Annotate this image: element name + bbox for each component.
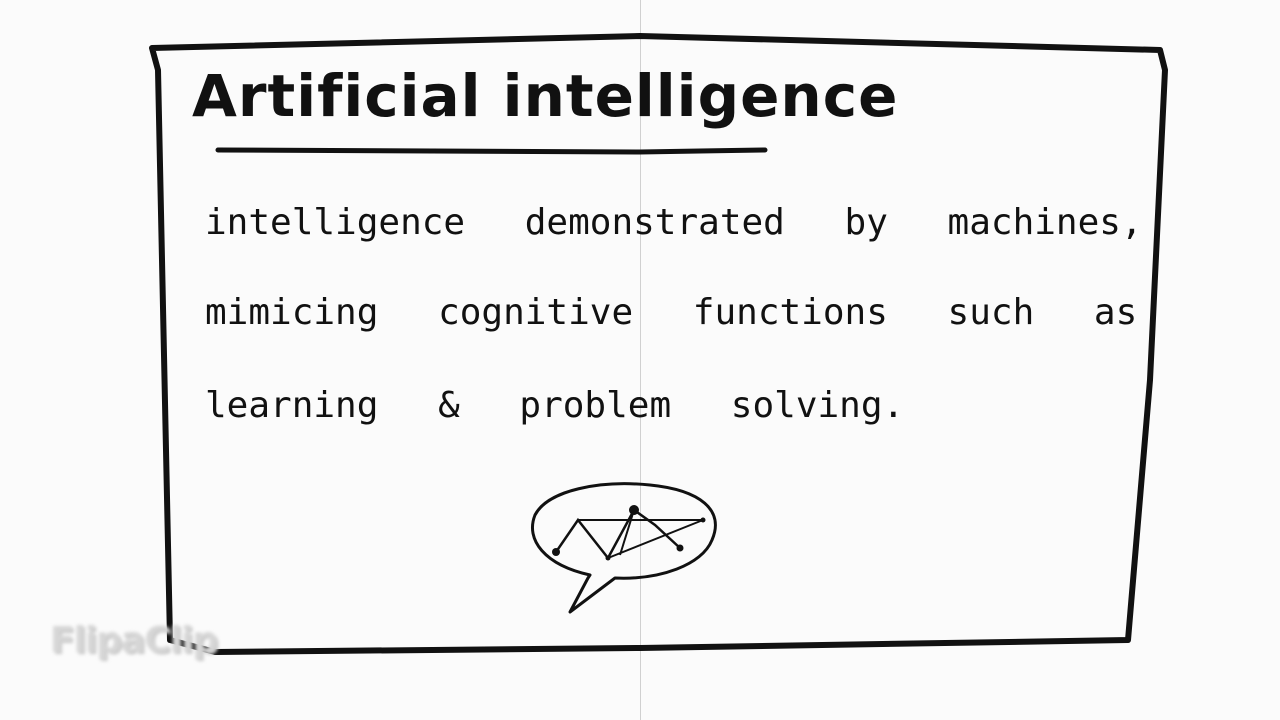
slide-title: Artificial intelligence: [192, 62, 899, 130]
definition-line-2: mimicing cognitive functions such as: [205, 292, 1138, 333]
definition-line-3: learning & problem solving.: [205, 385, 905, 426]
speech-bubble-network-icon: [530, 482, 717, 614]
frame-border: [149, 33, 1168, 655]
app-watermark: FlipaClip: [50, 620, 218, 661]
definition-line-1: intelligence demonstrated by machines,: [205, 202, 1143, 243]
title-underline: [215, 147, 768, 155]
center-guide-line: [640, 0, 641, 720]
